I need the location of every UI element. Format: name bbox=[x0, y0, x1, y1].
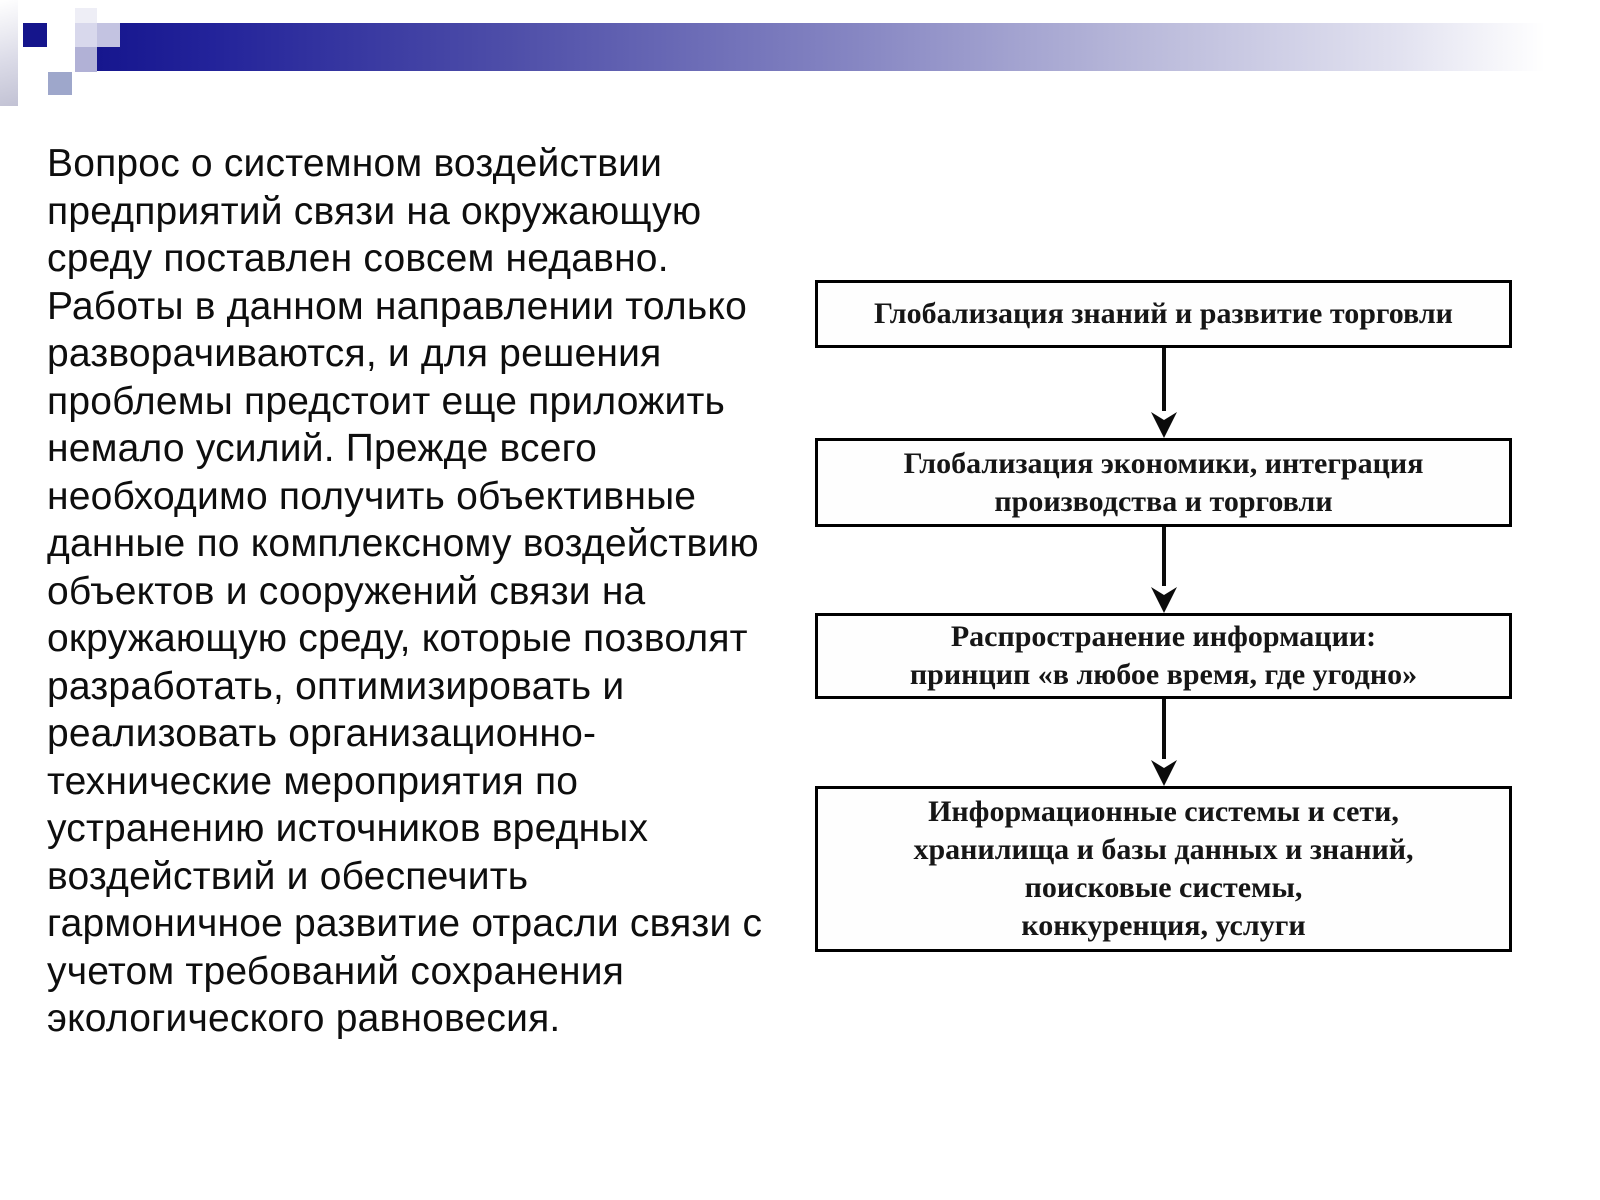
arrow-shaft bbox=[1161, 699, 1166, 759]
flowchart-box-label: Глобализация знаний и развитие торговли bbox=[874, 297, 1453, 330]
decor-slate-square bbox=[75, 47, 97, 72]
decor-pale-top-square bbox=[75, 8, 97, 23]
decor-lavender-square bbox=[97, 23, 120, 47]
flowchart-box-globalization-economy: Глобализация экономики, интеграция произ… bbox=[815, 438, 1512, 527]
flowchart-box-information-systems: Информационные системы и сети, хранилища… bbox=[815, 786, 1512, 952]
flowchart: Глобализация знаний и развитие торговли … bbox=[815, 280, 1512, 952]
decor-navy-square bbox=[23, 23, 47, 47]
body-paragraph: Вопрос о системном воздействии предприят… bbox=[47, 142, 763, 1040]
decor-pale-square bbox=[75, 23, 97, 47]
flowchart-box-label: Распространение информации: принцип «в л… bbox=[909, 620, 1418, 691]
flowchart-box-globalization-knowledge: Глобализация знаний и развитие торговли bbox=[815, 280, 1512, 348]
arrow-head-icon bbox=[1150, 587, 1177, 613]
decor-left-vertical-bar bbox=[0, 0, 18, 106]
flowchart-box-label: Глобализация экономики, интеграция произ… bbox=[903, 446, 1424, 518]
arrow-shaft bbox=[1161, 527, 1166, 586]
flowchart-box-label: Информационные системы и сети, хранилища… bbox=[913, 795, 1414, 942]
down-arrow-icon bbox=[815, 348, 1512, 438]
flowchart-box-information-spread: Распространение информации: принцип «в л… bbox=[815, 613, 1512, 699]
decor-blue-gray-square bbox=[48, 72, 72, 95]
header-gradient-bar bbox=[97, 23, 1545, 71]
arrow-head-icon bbox=[1150, 412, 1177, 438]
arrow-shaft bbox=[1161, 348, 1166, 411]
arrow-head-icon bbox=[1150, 760, 1177, 786]
down-arrow-icon bbox=[815, 527, 1512, 613]
down-arrow-icon bbox=[815, 699, 1512, 786]
